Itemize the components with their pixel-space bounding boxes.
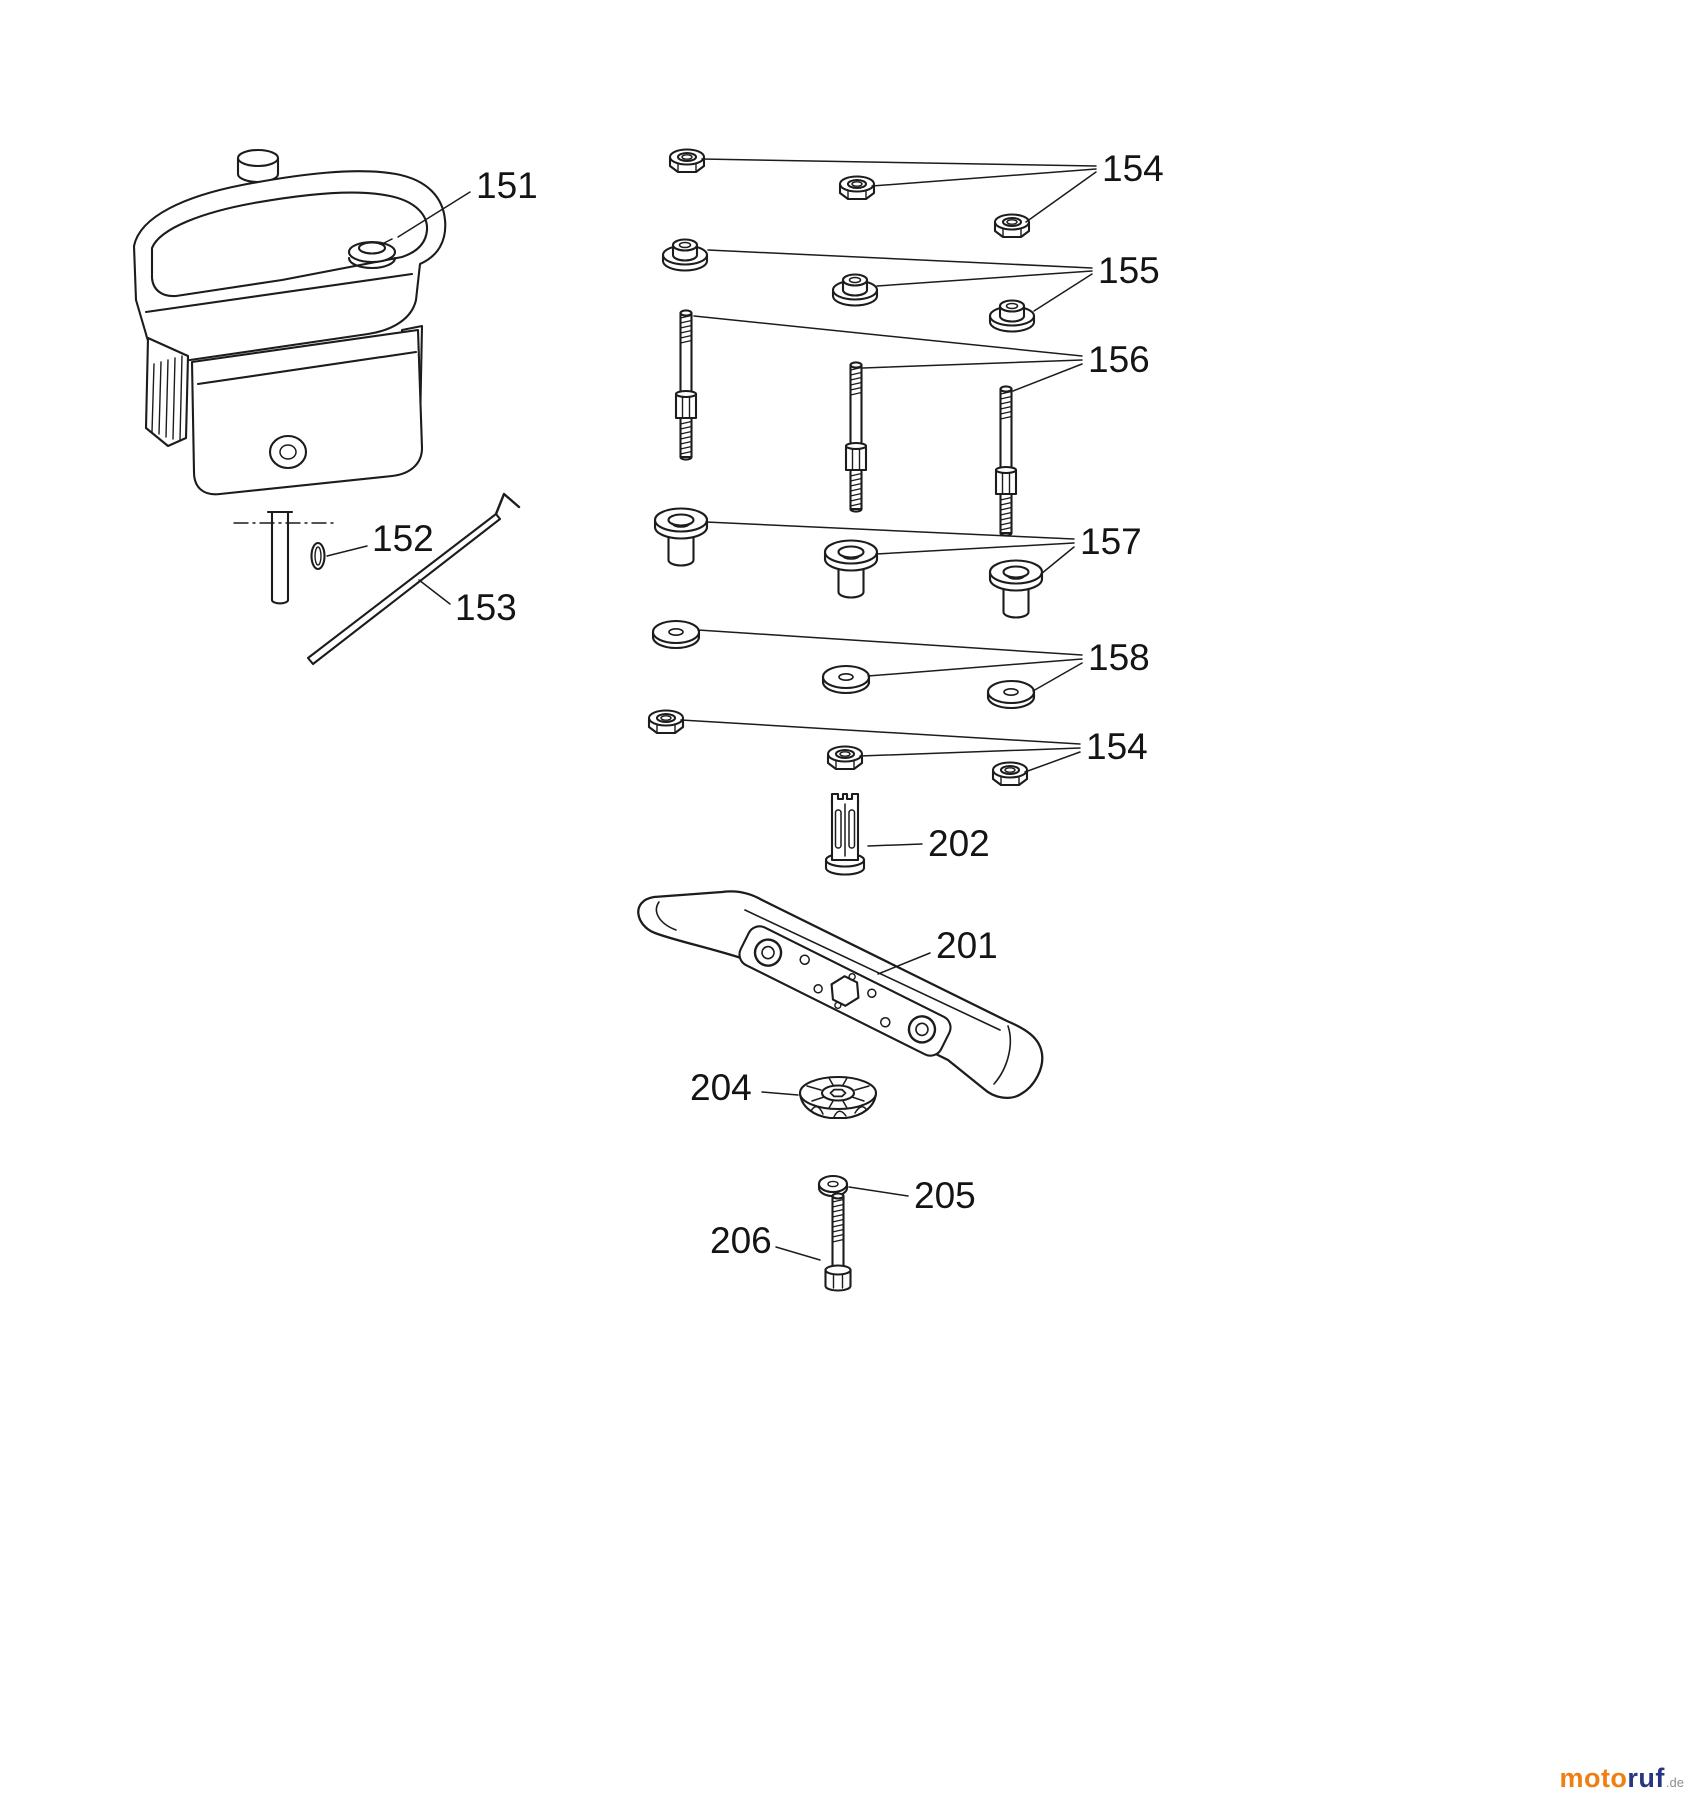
locknuts-top-row [668, 148, 1097, 239]
part-label-154-top: 154 [1102, 148, 1164, 189]
part-label-206: 206 [710, 1220, 772, 1261]
part-label-201: 201 [936, 925, 998, 966]
flange-cap [831, 273, 879, 307]
flat-washer [821, 664, 871, 695]
washers-row [651, 619, 1083, 710]
control-rod [306, 492, 521, 666]
flanged-bushing [653, 507, 709, 567]
part-label-158: 158 [1088, 637, 1150, 678]
flat-washer [986, 679, 1036, 710]
watermark-blue-part: ruf [1627, 1763, 1665, 1793]
locknuts-bottom-row [647, 709, 1081, 787]
locknut [838, 175, 876, 201]
part-label-154-bottom: 154 [1086, 726, 1148, 767]
part-label-152: 152 [372, 518, 434, 559]
mower-blade [637, 890, 1044, 1100]
flanged-bushing [823, 539, 879, 599]
watermark-suffix: .de [1665, 1775, 1684, 1790]
part-label-153: 153 [455, 587, 517, 628]
part-label-155: 155 [1098, 250, 1160, 291]
leader-151 [397, 191, 471, 238]
blade-holder [798, 1075, 878, 1120]
part-label-156: 156 [1088, 339, 1150, 380]
leader-201 [877, 952, 931, 975]
blade-washer [817, 1174, 849, 1198]
flange-caps-row [661, 238, 1093, 333]
flat-washer [651, 619, 701, 650]
watermark-orange-part: moto [1559, 1763, 1628, 1793]
locknut [991, 761, 1029, 787]
blade-bolt [824, 1192, 852, 1292]
leader-152 [326, 545, 368, 557]
stud [994, 385, 1018, 537]
flange-cap [661, 238, 709, 272]
part-label-205: 205 [914, 1175, 976, 1216]
part-label-204: 204 [690, 1067, 752, 1108]
part-label-151: 151 [476, 165, 538, 206]
stud [844, 361, 868, 513]
flange-cap [988, 299, 1036, 333]
crankshaft-and-key [233, 510, 339, 605]
leader-206 [775, 1246, 821, 1261]
leader-153 [418, 579, 451, 605]
bushings-row [653, 507, 1075, 619]
locknut [668, 148, 706, 174]
flanged-bushing [988, 559, 1044, 619]
part-label-157: 157 [1080, 521, 1142, 562]
locknut [826, 745, 864, 771]
studs-row [674, 309, 1083, 537]
locknut [993, 213, 1031, 239]
leader-204 [761, 1091, 799, 1096]
blade-adapter [824, 792, 866, 876]
leader-205 [848, 1186, 909, 1197]
engine-illustration [132, 148, 447, 496]
part-label-202: 202 [928, 823, 990, 864]
stud [674, 309, 698, 461]
leader-202 [867, 843, 923, 847]
locknut [647, 709, 685, 735]
